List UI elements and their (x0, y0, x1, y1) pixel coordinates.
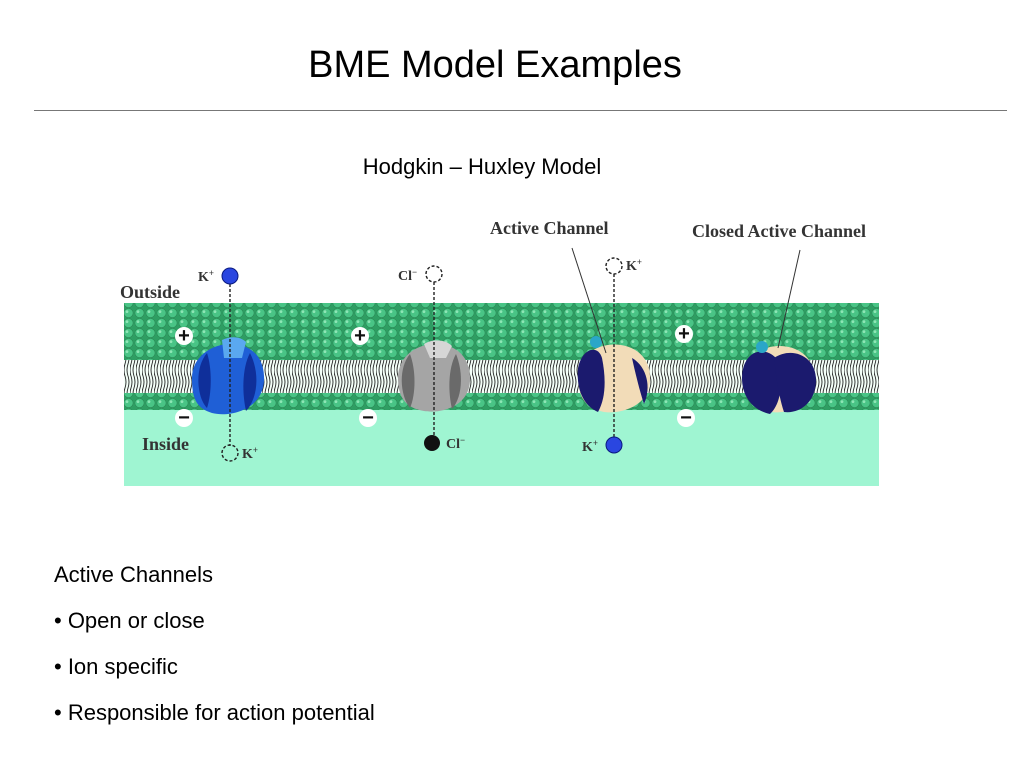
active-channel-label: Active Channel (490, 218, 609, 238)
membrane-bottom-heads (124, 393, 879, 410)
k-label-inside-2: K+ (582, 438, 598, 455)
active-channels-notes: Active Channels • Open or close • Ion sp… (54, 552, 375, 736)
inside-label: Inside (142, 434, 189, 454)
k-ion-inside (605, 436, 623, 454)
notes-heading: Active Channels (54, 562, 213, 587)
bullet-item: • Open or close (54, 608, 205, 633)
title-divider (34, 110, 1007, 111)
k-label-outside: K+ (198, 268, 214, 285)
k-ion-outside (221, 267, 239, 285)
cl-label-inside: Cl− (446, 435, 465, 452)
k-label-outside-2: K+ (626, 257, 642, 274)
bullet-item: • Responsible for action potential (54, 700, 375, 725)
charge-symbols: + + + − − − (175, 323, 695, 429)
closed-active-channel (742, 341, 816, 414)
plus-sign: + (354, 325, 366, 347)
minus-sign: − (680, 407, 692, 429)
k-ion-outside-empty (605, 257, 623, 275)
active-channel (577, 336, 651, 413)
slide-title: BME Model Examples (308, 44, 682, 86)
plus-sign: + (178, 325, 190, 347)
cl-ion-outside-empty (425, 265, 443, 283)
minus-sign: − (178, 407, 190, 429)
minus-sign: − (362, 407, 374, 429)
cl-ion-inside (424, 435, 440, 451)
bullet-item: • Ion specific (54, 654, 178, 679)
potassium-channel (192, 337, 265, 415)
closed-active-channel-label: Closed Active Channel (692, 221, 866, 241)
cl-label-outside: Cl− (398, 267, 417, 284)
k-label-inside: K+ (242, 445, 258, 462)
k-ion-inside-empty (221, 444, 239, 462)
plus-sign: + (678, 323, 690, 345)
membrane-channel-diagram: + + + − − − Active Channel Closed Active… (120, 218, 879, 486)
diagram-subtitle: Hodgkin – Huxley Model (362, 154, 602, 179)
outside-label: Outside (120, 282, 180, 302)
